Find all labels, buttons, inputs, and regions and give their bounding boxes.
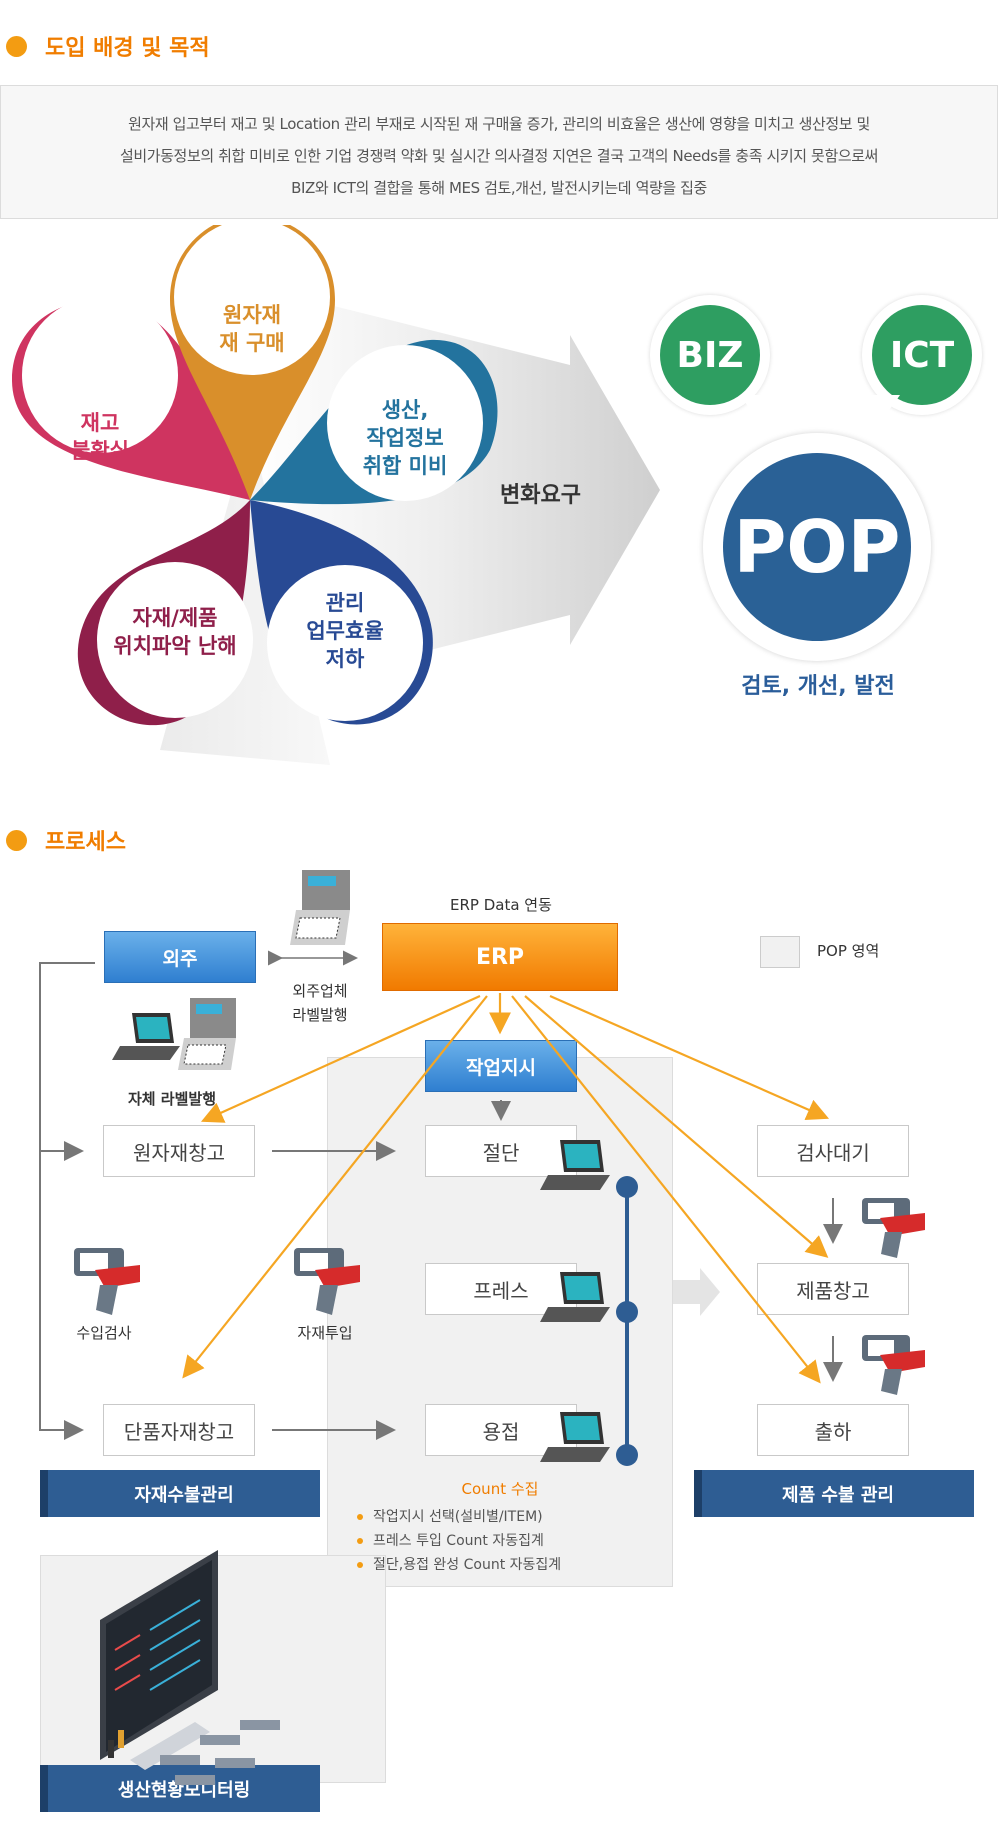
section-header-background: 도입 배경 및 목적 bbox=[6, 30, 210, 62]
shipping-box[interactable]: 출하 bbox=[757, 1404, 909, 1456]
outsource-label-text: 외주업체 라벨발행 bbox=[292, 982, 348, 1024]
monitoring-screen-icon bbox=[100, 1550, 280, 1785]
bullet-item: 절단,용접 완성 Count 자동집계 bbox=[357, 1553, 561, 1577]
printer-icon bbox=[178, 998, 236, 1070]
petal-diagram bbox=[12, 225, 660, 765]
cutting-box[interactable]: 절단 bbox=[425, 1125, 577, 1177]
section-title: 프로세스 bbox=[45, 830, 126, 855]
inspection-wait-box[interactable]: 검사대기 bbox=[757, 1125, 909, 1177]
bullet-item: 프레스 투입 Count 자동집계 bbox=[357, 1529, 561, 1553]
erp-data-label: ERP Data 연동 bbox=[450, 896, 552, 914]
petal-production bbox=[250, 339, 498, 505]
section-title: 도입 배경 및 목적 bbox=[45, 36, 210, 61]
petal-label-inventory: 재고 불확실 bbox=[71, 411, 129, 463]
ict-circle: ICT bbox=[872, 305, 972, 405]
intro-line: BIZ와 ICT의 결합을 통해 MES 검토,개선, 발전시키는데 역량을 집… bbox=[291, 179, 707, 197]
material-mgmt-bar[interactable]: 자재수불관리 bbox=[40, 1470, 320, 1517]
barcode-scanner-icon bbox=[862, 1335, 925, 1395]
section-header-process: 프로세스 bbox=[6, 824, 126, 856]
pop-circle: POP bbox=[723, 453, 911, 641]
pop-area-legend-swatch bbox=[760, 936, 800, 968]
petal-label-production: 생산, 작업정보 취합 미비 bbox=[362, 398, 448, 478]
unit-warehouse-box[interactable]: 단품자재창고 bbox=[103, 1404, 255, 1456]
bullet-dot-icon bbox=[6, 35, 27, 57]
erp-box[interactable]: ERP bbox=[382, 923, 618, 991]
bullet-item: 작업지시 선택(설비별/ITEM) bbox=[357, 1505, 561, 1529]
petal-inventory bbox=[12, 297, 250, 500]
count-collect-label: Count 수집 bbox=[461, 1480, 539, 1498]
pop-ring: POP bbox=[703, 433, 931, 661]
incoming-inspection-label: 수입검사 bbox=[76, 1324, 132, 1342]
intro-text-box: 원자재 입고부터 재고 및 Location 관리 부재로 시작된 재 구매율 … bbox=[0, 85, 998, 219]
result-label: 검토, 개선, 발전 bbox=[741, 674, 895, 699]
product-warehouse-box[interactable]: 제품창고 bbox=[757, 1263, 909, 1315]
intro-line: 원자재 입고부터 재고 및 Location 관리 부재로 시작된 재 구매율 … bbox=[128, 115, 870, 133]
bullet-dot-icon bbox=[6, 829, 27, 851]
change-required-label: 변화요구 bbox=[500, 483, 581, 508]
press-box[interactable]: 프레스 bbox=[425, 1263, 577, 1315]
petal-raw-material bbox=[170, 225, 335, 500]
laptop-icon bbox=[540, 1272, 610, 1322]
petal-management bbox=[250, 500, 433, 725]
barcode-scanner-icon bbox=[294, 1248, 360, 1315]
pop-exit-arrow bbox=[673, 1268, 720, 1316]
product-mgmt-bar[interactable]: 제품 수불 관리 bbox=[694, 1470, 974, 1517]
petal-label-management: 관리 업무효율 저하 bbox=[306, 591, 384, 671]
monitoring-bar[interactable]: 생산현황모니터링 bbox=[40, 1765, 320, 1812]
printer-icon bbox=[290, 870, 350, 945]
material-input-label: 자재투입 bbox=[297, 1324, 353, 1342]
barcode-scanner-icon bbox=[862, 1198, 925, 1258]
equipment-node bbox=[616, 1301, 638, 1323]
barcode-scanner-icon bbox=[74, 1248, 140, 1315]
intro-line: 설비가동정보의 취합 미비로 인한 기업 경쟁력 약화 및 실시간 의사결정 지… bbox=[119, 147, 879, 165]
process-connectors bbox=[39, 870, 925, 1785]
laptop-icon bbox=[540, 1140, 610, 1190]
equipment-node bbox=[616, 1176, 638, 1198]
left-bracket bbox=[39, 962, 95, 1440]
equipment-node bbox=[616, 1444, 638, 1466]
laptop-icon bbox=[112, 1013, 180, 1060]
outsourcing-button[interactable]: 외주 bbox=[104, 931, 256, 983]
laptop-icon bbox=[540, 1412, 610, 1462]
work-order-button[interactable]: 작업지시 bbox=[425, 1040, 577, 1092]
count-bullet-list: 작업지시 선택(설비별/ITEM) 프레스 투입 Count 자동집계 절단,용… bbox=[357, 1505, 561, 1577]
raw-warehouse-box[interactable]: 원자재창고 bbox=[103, 1125, 255, 1177]
petal-label-raw-material: 원자재 재 구매 bbox=[219, 303, 285, 355]
petal-location bbox=[77, 500, 253, 726]
erp-flow-arrows bbox=[182, 993, 830, 1384]
biz-ict-connector bbox=[740, 395, 900, 440]
petal-label-location: 자재/제품 위치파악 난해 bbox=[113, 606, 237, 658]
pop-area-legend-label: POP 영역 bbox=[817, 942, 880, 960]
biz-circle: BIZ bbox=[660, 305, 760, 405]
